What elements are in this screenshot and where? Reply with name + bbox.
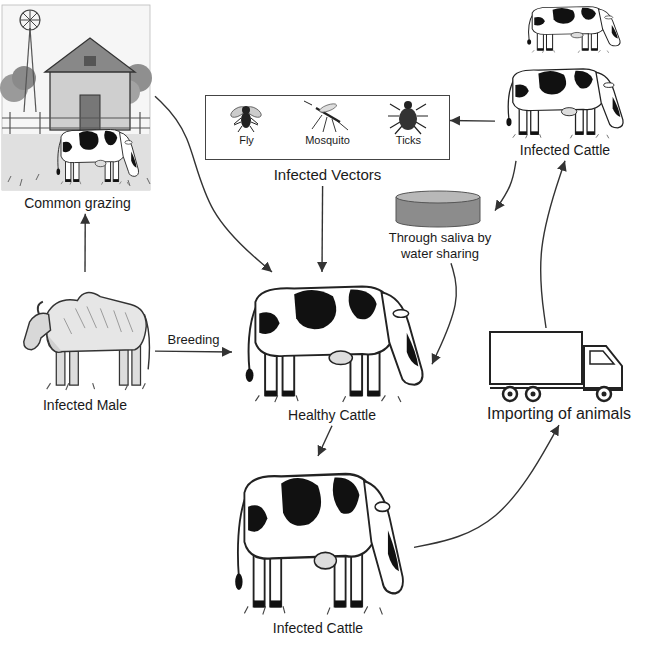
vector-name: Ticks [368, 96, 449, 159]
trough-node: Through saliva by water sharing [385, 188, 495, 263]
flow-arrow [541, 161, 565, 328]
vector-name: Mosquito [287, 96, 368, 159]
node-label: Healthy Cattle [232, 407, 432, 426]
cattle-node: Healthy Cattle [232, 272, 432, 426]
flow-arrow [155, 350, 232, 352]
node-label: Common grazing [0, 195, 155, 214]
flow-arrow [450, 120, 495, 122]
node-label: Through saliva by water sharing [385, 230, 495, 263]
cattle-node: Infected Cattle [222, 456, 414, 639]
grazing-node: Common grazing [0, 0, 155, 214]
vector-box: FlyMosquitoTicks [205, 95, 450, 160]
node-label: Infected Cattle [222, 620, 414, 639]
truck-icon [490, 332, 622, 401]
tick-icon [388, 101, 428, 134]
flow-arrow [414, 425, 559, 547]
flow-arrow [495, 161, 516, 211]
edge-label: Breeding [165, 332, 221, 348]
cattle-node: Infected Male [15, 272, 155, 416]
grazing-cow [57, 130, 139, 185]
healthy-cow [246, 287, 423, 403]
infected-cow [506, 69, 623, 138]
node-label: Infected Cattle [495, 142, 635, 161]
mosquito-icon [304, 101, 348, 132]
insect-icons [229, 101, 428, 134]
vector-node: FlyMosquitoTicksInfected Vectors [205, 95, 450, 186]
infected-bull [24, 293, 150, 391]
water-trough [396, 191, 480, 227]
infected-cow [235, 474, 403, 614]
vector-name: Fly [206, 96, 287, 159]
cattle-node: Infected Cattle [495, 2, 635, 161]
infected-cow [527, 7, 620, 53]
flow-arrow [84, 214, 86, 272]
flow-arrow [432, 263, 456, 364]
node-heading: Infected Vectors [205, 166, 450, 186]
grazing-scene [0, 5, 152, 190]
node-label: Infected Male [15, 397, 155, 416]
flow-arrow [321, 186, 323, 272]
flow-arrow [318, 426, 332, 456]
truck-node: Importing of animals [478, 328, 640, 425]
fly-icon [229, 105, 263, 132]
flow-arrow [155, 96, 272, 272]
node-label: Importing of animals [478, 404, 640, 425]
